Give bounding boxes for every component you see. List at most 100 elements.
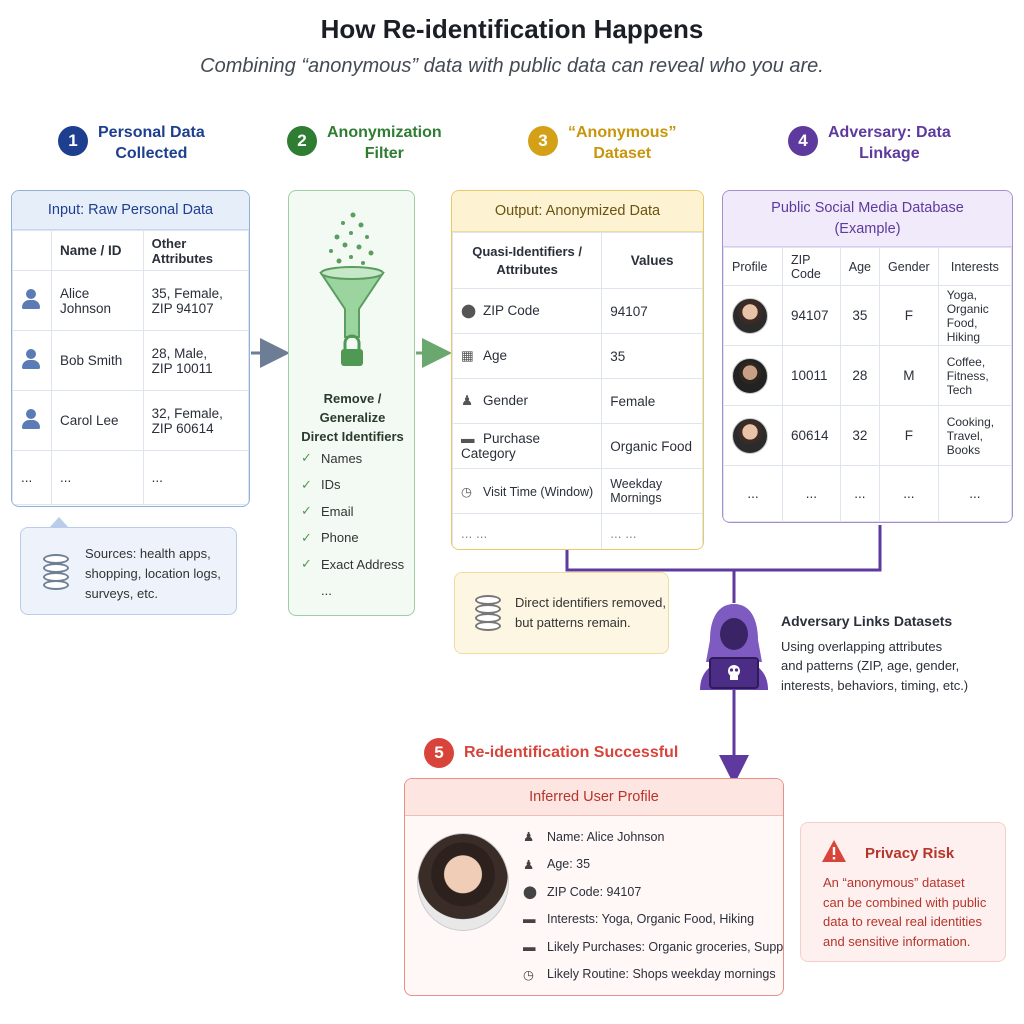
anonymized-note-callout: Direct identifiers removed, but patterns… bbox=[454, 572, 669, 654]
ellipsis: ... bbox=[321, 583, 332, 599]
zip-cell: 60614 bbox=[782, 405, 841, 466]
ellipsis: ... ... bbox=[452, 513, 603, 549]
anonymized-data-table: Quasi-Identifiers /Attributes Values ⬤ZI… bbox=[452, 232, 703, 549]
person-icon: ♟ bbox=[523, 830, 535, 845]
funnel-icon bbox=[319, 212, 385, 366]
attribute-cell: Age bbox=[483, 348, 508, 363]
profile-attribute: ZIP Code: 94107 bbox=[547, 884, 642, 899]
social-media-table: Profile ZIP Code Age Gender Interests 94… bbox=[723, 247, 1012, 522]
anonymized-data-header: Output: Anonymized Data bbox=[452, 191, 703, 232]
column-header: Profile bbox=[723, 247, 783, 286]
checkmark-icon: ✓ bbox=[301, 476, 312, 492]
step-number-badge: 3 bbox=[528, 126, 558, 156]
adversary-text: Using overlapping attributes bbox=[781, 638, 943, 654]
value-cell: 94107 bbox=[601, 288, 703, 334]
step-label-line: Collected bbox=[115, 145, 188, 162]
checkmark-icon: ✓ bbox=[301, 450, 312, 466]
person-icon bbox=[21, 349, 41, 369]
database-icon bbox=[475, 595, 501, 631]
checkmark-icon: ✓ bbox=[301, 503, 312, 519]
gender-cell: M bbox=[879, 345, 939, 406]
table-row: Alice Johnson 35, Female,ZIP 94107 bbox=[12, 270, 249, 331]
table-row: ... ... ... bbox=[12, 450, 249, 505]
risk-text: data to reveal real identities bbox=[823, 914, 982, 929]
age-cell: 32 bbox=[839, 405, 881, 466]
value-cell: 35 bbox=[601, 333, 703, 379]
attribute-cell: ZIP Code bbox=[483, 303, 540, 318]
checkmark-icon: ✓ bbox=[301, 556, 312, 572]
cart-icon: ▬ bbox=[523, 912, 536, 927]
interests-cell: Tech bbox=[946, 382, 973, 397]
ellipsis: ... bbox=[879, 465, 939, 522]
table-row: Carol Lee 32, Female,ZIP 60614 bbox=[12, 390, 249, 451]
identifier-label: Phone bbox=[321, 530, 359, 546]
column-header: Age bbox=[839, 247, 881, 286]
column-header: Attributes bbox=[496, 261, 558, 277]
step-label-line: Dataset bbox=[593, 145, 652, 162]
database-title: Public Social Media Database bbox=[771, 200, 964, 216]
gender-cell: F bbox=[879, 285, 939, 346]
list-item: ✓Email bbox=[301, 498, 404, 525]
calendar-icon: ▦ bbox=[461, 348, 474, 363]
callout-pointer bbox=[49, 517, 69, 528]
ellipsis: ... bbox=[937, 465, 1012, 522]
inferred-profile-panel: Inferred User Profile ♟Name: Alice Johns… bbox=[404, 778, 784, 996]
list-item: ♟ Age: 35 bbox=[523, 851, 783, 879]
table-row: 10011 28 M Coffee, Fitness,Tech bbox=[723, 345, 1012, 406]
adversary-text: and patterns (ZIP, age, gender, bbox=[781, 658, 960, 673]
hooded-adversary-icon bbox=[700, 604, 768, 690]
table-row: Bob Smith 28, Male,ZIP 10011 bbox=[12, 330, 249, 391]
zip-cell: 10011 bbox=[782, 345, 841, 406]
ellipsis: ... bbox=[782, 465, 841, 522]
ellipsis: ... bbox=[142, 450, 249, 505]
map-pin-icon: ⬤ bbox=[461, 303, 477, 318]
profile-attribute: Likely Purchases: Organic groceries, Sup… bbox=[547, 939, 784, 954]
raw-data-panel: Input: Raw Personal Data Name / ID Other… bbox=[11, 190, 250, 507]
table-header-row: Name / ID Other Attributes bbox=[12, 230, 249, 271]
database-title: (Example) bbox=[834, 221, 901, 237]
person-icon: ♟ bbox=[461, 393, 474, 408]
list-item: ▬Interests: Yoga, Organic Food, Hiking bbox=[523, 906, 783, 934]
column-header: ZIP Code bbox=[782, 247, 841, 286]
step-number-badge: 2 bbox=[287, 126, 317, 156]
page-title: How Re-identification Happens bbox=[320, 14, 704, 44]
step-5-heading: 5 Re-identification Successful bbox=[424, 738, 678, 768]
risk-text: An “anonymous” dataset bbox=[823, 875, 965, 890]
anonymized-data-panel: Output: Anonymized Data Quasi-Identifier… bbox=[451, 190, 704, 550]
attribute-cell: Gender bbox=[483, 393, 529, 408]
person-icon: ♟ bbox=[523, 857, 535, 872]
warning-icon bbox=[822, 840, 846, 862]
map-pin-icon: ⬤ bbox=[523, 885, 537, 900]
person-icon bbox=[21, 409, 41, 429]
cart-icon: ▬ bbox=[523, 939, 536, 954]
sources-text: surveys, etc. bbox=[85, 586, 158, 601]
profile-attributes-list: ♟Name: Alice Johnson ♟Age: 35 ⬤ZIP Code:… bbox=[523, 823, 784, 988]
attribute-cell: ZIP 10011 bbox=[151, 360, 213, 376]
note-text: but patterns remain. bbox=[515, 615, 631, 630]
risk-text: can be combined with public bbox=[823, 894, 987, 910]
profile-attribute: Age: 35 bbox=[547, 857, 591, 872]
attribute-cell: ZIP 60614 bbox=[151, 420, 214, 436]
zip-cell: 94107 bbox=[782, 285, 841, 346]
note-text: Direct identifiers removed, bbox=[515, 595, 666, 610]
value-cell: Weekday Mornings bbox=[601, 468, 703, 514]
identifier-label: Exact Address bbox=[321, 556, 405, 572]
page-subtitle: Combining “anonymous” data with public d… bbox=[200, 55, 824, 77]
list-item: ✓Phone bbox=[301, 525, 404, 552]
profile-avatar bbox=[732, 417, 768, 454]
privacy-risk-callout: Privacy Risk An “anonymous” dataset can … bbox=[800, 822, 1006, 962]
ellipsis: ... bbox=[51, 450, 144, 505]
profile-photo bbox=[417, 833, 509, 931]
step-label-line: Re-identification Successful bbox=[464, 744, 679, 761]
sources-text: Sources: health apps, bbox=[85, 546, 211, 561]
age-cell: 35 bbox=[839, 285, 881, 346]
table-row: ⬤ ZIP Code 94107 bbox=[452, 288, 703, 334]
privacy-risk-title: Privacy Risk bbox=[865, 845, 955, 862]
profile-attribute: Likely Routine: Shops weekday mornings bbox=[547, 967, 776, 982]
column-header: Interests bbox=[937, 247, 1012, 286]
adversary-text: interests, behaviors, timing, etc.) bbox=[781, 677, 969, 693]
column-header: Name / ID bbox=[51, 230, 144, 271]
table-row: ♟Gender Female bbox=[452, 378, 703, 424]
list-item: ▬ Likely Purchases: Organic groceries, Su… bbox=[523, 933, 784, 961]
